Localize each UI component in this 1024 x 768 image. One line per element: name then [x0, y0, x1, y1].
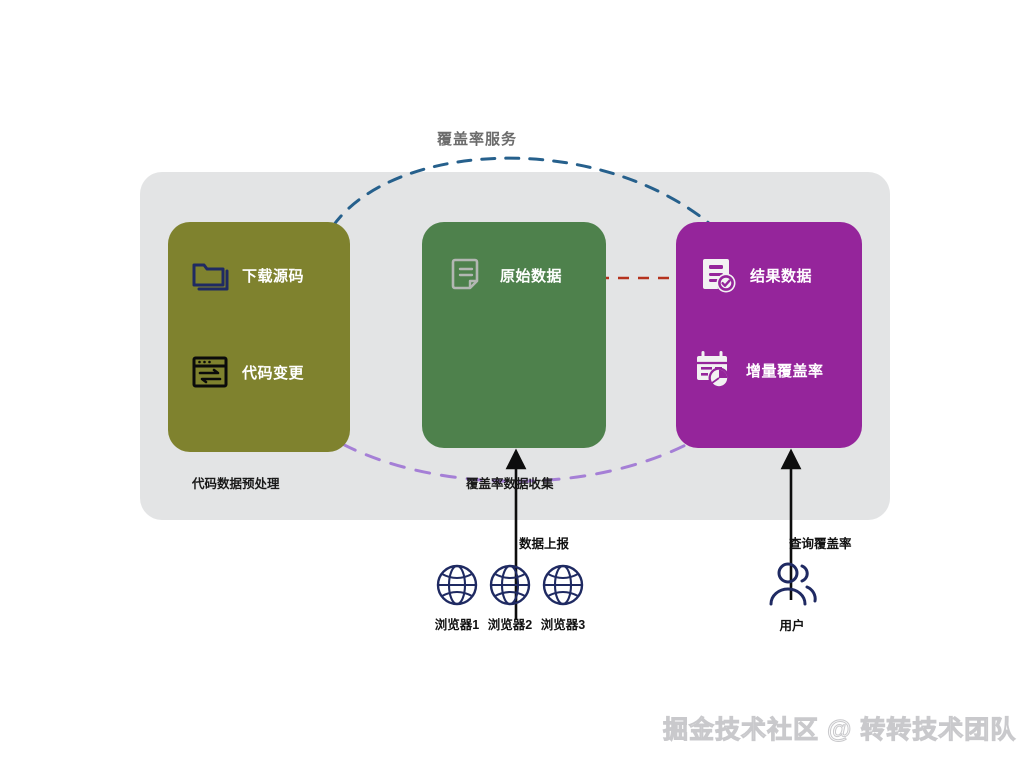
folders-icon — [190, 255, 230, 295]
globe-icon — [489, 564, 531, 606]
code-change-window-icon — [190, 352, 230, 392]
calendar-pie-icon — [694, 350, 734, 390]
report-check-icon — [698, 255, 738, 295]
globe-icon — [542, 564, 584, 606]
actor-browser-1[interactable]: 浏览器1 — [434, 563, 480, 633]
actor-browser-3-label: 浏览器3 — [540, 618, 586, 632]
caption-collect: 覆盖率数据收集 — [466, 477, 554, 491]
card-label-incremental-coverage: 增量覆盖率 — [746, 362, 824, 380]
card-label-download-source: 下载源码 — [242, 267, 305, 285]
card-row-download-source[interactable]: 下载源码 — [190, 255, 304, 295]
card-result[interactable]: 结果数据 增量覆盖率 — [676, 222, 862, 448]
actor-browser-2[interactable]: 浏览器2 — [487, 563, 533, 633]
card-row-code-change[interactable]: 代码变更 — [190, 352, 304, 392]
card-label-result-data: 结果数据 — [750, 267, 813, 285]
actor-browser-2-label: 浏览器2 — [487, 618, 533, 632]
card-row-raw-data[interactable]: 原始数据 — [448, 255, 562, 295]
caption-preprocess: 代码数据预处理 — [192, 477, 280, 491]
service-arc-label: 覆盖率服务 — [437, 131, 518, 148]
actor-browser-3[interactable]: 浏览器3 — [540, 563, 586, 633]
globe-icon — [436, 564, 478, 606]
card-row-incremental-coverage[interactable]: 增量覆盖率 — [694, 350, 824, 390]
flow-label-data-report: 数据上报 — [519, 537, 570, 551]
document-note-icon — [448, 255, 488, 295]
flow-label-query-coverage: 查询覆盖率 — [789, 537, 852, 551]
card-collect[interactable]: 原始数据 — [422, 222, 606, 448]
users-icon — [769, 562, 817, 606]
browser-actor-group: 浏览器1 浏览器2 浏览器3 — [434, 563, 586, 633]
watermark: 掘金技术社区 @ 转转技术团队 — [662, 716, 1017, 745]
card-label-code-change: 代码变更 — [242, 364, 305, 382]
card-preprocess[interactable]: 下载源码 代码变更 — [168, 222, 350, 452]
card-label-raw-data: 原始数据 — [500, 267, 563, 285]
card-row-result-data[interactable]: 结果数据 — [698, 255, 812, 295]
actor-user[interactable]: 用户 — [757, 560, 827, 634]
actor-user-label: 用户 — [779, 619, 805, 633]
actor-browser-1-label: 浏览器1 — [434, 618, 480, 632]
